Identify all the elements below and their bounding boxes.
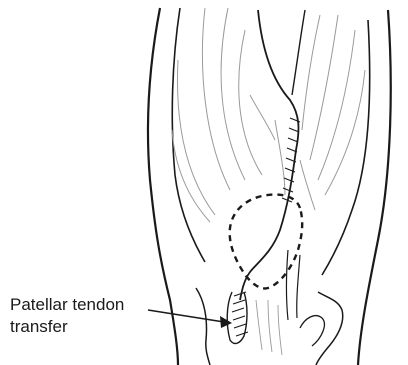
annotation-arrow — [148, 310, 232, 328]
quadriceps-tendon-line — [240, 10, 298, 300]
tibial-tuberosity — [316, 292, 343, 365]
annotation-label-line2: transfer — [10, 317, 68, 337]
leg-inner-contour-right — [322, 20, 370, 275]
patella-dashed-outline — [230, 195, 302, 289]
lateral-tendon-line — [292, 10, 305, 95]
tendon-strand-right — [297, 255, 300, 318]
tendon-fibers-lower — [256, 300, 282, 355]
tibia-left-edge — [196, 288, 210, 365]
tibial-tuberosity-inner — [300, 316, 324, 346]
tendon-strand-center — [287, 250, 289, 320]
leg-inner-contour-left — [172, 8, 205, 262]
muscle-fibers — [172, 8, 365, 222]
leg-outline-right — [358, 10, 391, 365]
annotation-label-line1: Patellar tendon — [10, 295, 124, 315]
